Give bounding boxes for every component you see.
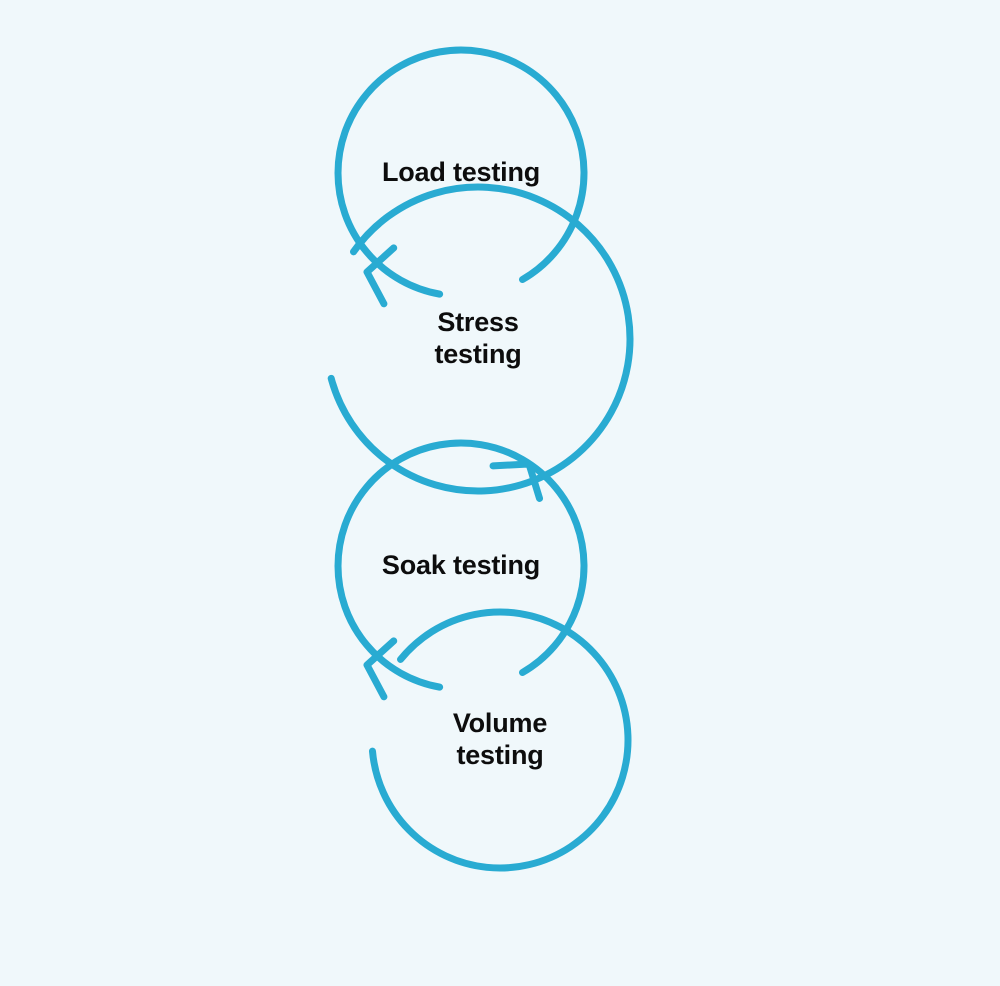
- node-label-soak-testing: Soak testing: [381, 550, 541, 581]
- node-label-stress-testing: Stress testing: [434, 307, 522, 369]
- arrow-head-load-testing: [363, 244, 398, 308]
- arrow-head-soak-testing: [363, 637, 398, 701]
- node-label-load-testing: Load testing: [381, 157, 541, 188]
- arc-stress-testing: [327, 183, 634, 495]
- node-label-volume-testing: Volume testing: [452, 708, 548, 770]
- arc-load-testing: [334, 46, 588, 298]
- arc-layer: [327, 46, 634, 872]
- arc-soak-testing: [334, 439, 588, 691]
- arc-volume-testing: [368, 608, 632, 872]
